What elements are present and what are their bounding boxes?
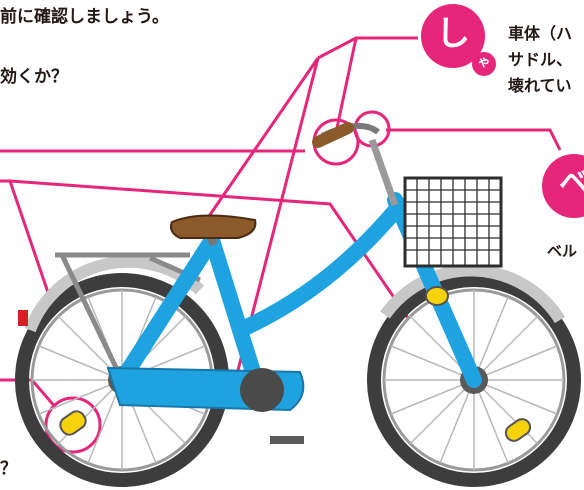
intro-text: 前に確認しましょう。 [0,7,169,27]
sha-small-badge: ゃ [472,52,496,76]
headlight [425,286,449,306]
bell-label: ベル [547,242,578,260]
bottom-question-text: ？ [0,459,17,479]
stem [368,138,399,207]
pedal-reflector-rear [59,410,87,436]
pedal-highlight-circle [44,396,102,454]
front-basket [403,176,503,268]
saddle [170,214,257,239]
crank [240,368,284,412]
sha-description-line2: サドル、 [508,50,573,69]
sha-description-line1: 車体（ハ [508,24,573,43]
handle-grip [312,122,354,148]
sha-description-line3: 壊れてい [508,76,572,95]
wheel-reflector-front [504,418,532,442]
front-fender [380,264,566,324]
rear-reflector [18,310,28,326]
callout-lines [0,36,562,409]
rear-fender [24,255,205,333]
pedal [270,436,304,444]
brake-question-text: 効くか？ [0,67,68,87]
